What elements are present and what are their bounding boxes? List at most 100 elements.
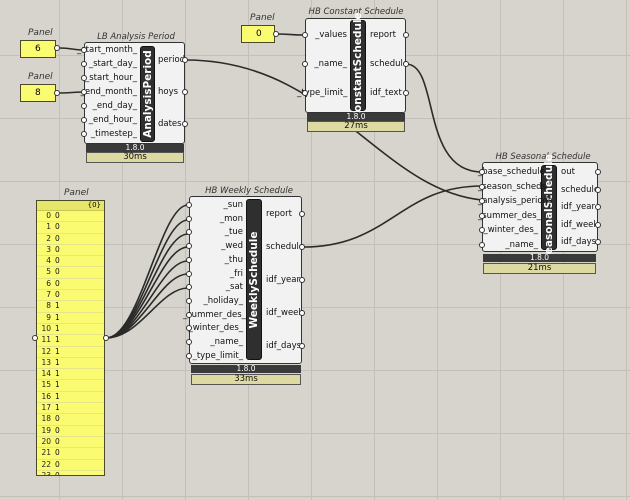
- input-grip[interactable]: [302, 32, 308, 38]
- input-sun[interactable]: _sun: [223, 200, 243, 210]
- input-grip[interactable]: [479, 241, 485, 248]
- input-winterdes[interactable]: _winter_des_: [483, 225, 538, 235]
- input-startday[interactable]: _start_day_: [88, 59, 137, 69]
- output-grip[interactable]: [299, 211, 305, 217]
- output-grip[interactable]: [299, 244, 305, 250]
- output-report[interactable]: report: [266, 209, 292, 219]
- input-typelimit[interactable]: _type_limit_: [297, 88, 348, 98]
- input-grip[interactable]: [186, 284, 192, 291]
- output-grip[interactable]: [299, 343, 305, 349]
- input-fri[interactable]: _fri: [229, 268, 243, 279]
- input-grip[interactable]: [479, 212, 485, 219]
- input-wed[interactable]: _wed: [221, 241, 243, 252]
- input-grip[interactable]: [186, 243, 192, 250]
- input-grip[interactable]: [302, 61, 308, 67]
- input-thu[interactable]: _thu: [224, 254, 243, 265]
- input-grip[interactable]: [186, 325, 192, 332]
- input-name[interactable]: _name_: [314, 59, 347, 69]
- input-grip[interactable]: [186, 297, 192, 304]
- output-idfdays[interactable]: idf_days: [266, 341, 302, 351]
- output-grip[interactable]: [595, 186, 601, 193]
- output-schedule[interactable]: schedule: [266, 242, 305, 252]
- input-grip[interactable]: [81, 47, 87, 53]
- start-month-panel[interactable]: 6: [20, 40, 56, 58]
- output-grip[interactable]: [403, 32, 409, 38]
- output-schedule[interactable]: schedule: [370, 59, 409, 69]
- input-grip[interactable]: [186, 352, 192, 359]
- input-grip[interactable]: [81, 117, 87, 123]
- input-grip[interactable]: [32, 335, 38, 341]
- input-summerdes[interactable]: _summer_des_: [478, 210, 541, 221]
- input-winterdes[interactable]: _winter_des_: [188, 323, 243, 334]
- input-starthour[interactable]: _start_hour_: [84, 73, 137, 83]
- output-hoys[interactable]: hoys: [158, 87, 179, 97]
- input-grip[interactable]: [186, 339, 192, 345]
- input-grip[interactable]: [479, 169, 485, 175]
- input-summerdes[interactable]: _summer_des_: [183, 309, 246, 320]
- input-mon[interactable]: _mon: [219, 213, 243, 224]
- output-grip[interactable]: [103, 335, 109, 341]
- input-grip[interactable]: [81, 61, 87, 67]
- input-name[interactable]: _name_: [505, 239, 538, 250]
- input-grip[interactable]: [81, 75, 87, 81]
- output-grip[interactable]: [595, 239, 601, 245]
- output-period[interactable]: period: [158, 55, 186, 65]
- input-grip[interactable]: [186, 229, 192, 236]
- output-grip[interactable]: [182, 121, 188, 127]
- input-timestep[interactable]: _timestep_: [90, 129, 137, 139]
- output-grip[interactable]: [595, 221, 601, 228]
- output-grip[interactable]: [403, 90, 409, 96]
- output-grip[interactable]: [595, 169, 601, 175]
- input-baseschedule[interactable]: _base_schedule: [478, 167, 545, 177]
- input-values[interactable]: _values: [315, 30, 347, 40]
- output-idftext[interactable]: idf_text: [370, 88, 402, 98]
- output-grip[interactable]: [182, 89, 188, 95]
- input-grip[interactable]: [479, 227, 485, 233]
- seasonal-schedule-component[interactable]: [482, 162, 598, 252]
- input-holiday[interactable]: _holiday_: [203, 295, 243, 306]
- input-endday[interactable]: _end_day_: [92, 101, 137, 111]
- input-seasonscheds[interactable]: _season_scheds: [478, 181, 546, 192]
- output-idfyear[interactable]: idf_year: [266, 275, 300, 285]
- input-grip[interactable]: [186, 215, 192, 222]
- input-grip[interactable]: [302, 90, 308, 96]
- output-out[interactable]: out: [561, 167, 575, 177]
- output-grip[interactable]: [299, 277, 305, 283]
- input-name[interactable]: _name_: [210, 337, 243, 347]
- output-grip[interactable]: [403, 61, 409, 67]
- output-grip[interactable]: [54, 90, 60, 96]
- input-grip[interactable]: [479, 183, 485, 190]
- input-grip[interactable]: [81, 103, 87, 109]
- input-endmonth[interactable]: _end_month_: [80, 87, 137, 97]
- input-grip[interactable]: [186, 311, 192, 318]
- output-idfweek[interactable]: idf_week: [561, 219, 599, 230]
- input-grip[interactable]: [81, 89, 87, 95]
- analysis-period-core[interactable]: AnalysisPeriod: [140, 46, 155, 142]
- weekly-schedule-core[interactable]: WeeklySchedule: [246, 199, 262, 360]
- output-grip[interactable]: [54, 45, 60, 51]
- output-grip[interactable]: [273, 31, 279, 37]
- output-grip[interactable]: [299, 310, 305, 316]
- seasonal-schedule-core[interactable]: SeasonalSchedule: [541, 153, 557, 262]
- input-grip[interactable]: [81, 131, 87, 137]
- input-grip[interactable]: [479, 198, 485, 204]
- output-dates[interactable]: dates: [158, 119, 182, 129]
- input-grip[interactable]: [186, 202, 192, 208]
- input-sat[interactable]: _sat: [225, 282, 243, 293]
- output-grip[interactable]: [182, 57, 188, 63]
- output-idfyear[interactable]: idf_year: [561, 202, 595, 212]
- constant-schedule-core[interactable]: ConstantSchedule: [350, 11, 366, 120]
- output-grip[interactable]: [595, 204, 601, 210]
- input-analysisperiods[interactable]: _analysis_periods: [478, 196, 553, 206]
- output-idfweek[interactable]: idf_week: [266, 308, 304, 318]
- output-idfdays[interactable]: idf_days: [561, 237, 597, 247]
- input-endhour[interactable]: _end_hour_: [88, 115, 137, 125]
- input-grip[interactable]: [186, 256, 192, 263]
- input-grip[interactable]: [186, 270, 192, 277]
- input-tue[interactable]: _tue: [224, 227, 243, 238]
- input-typelimit[interactable]: _type_limit_: [192, 350, 243, 361]
- output-schedule[interactable]: schedule: [561, 184, 600, 195]
- constant-value-panel[interactable]: 0: [241, 25, 275, 43]
- weekly-schedule-component[interactable]: [189, 196, 302, 364]
